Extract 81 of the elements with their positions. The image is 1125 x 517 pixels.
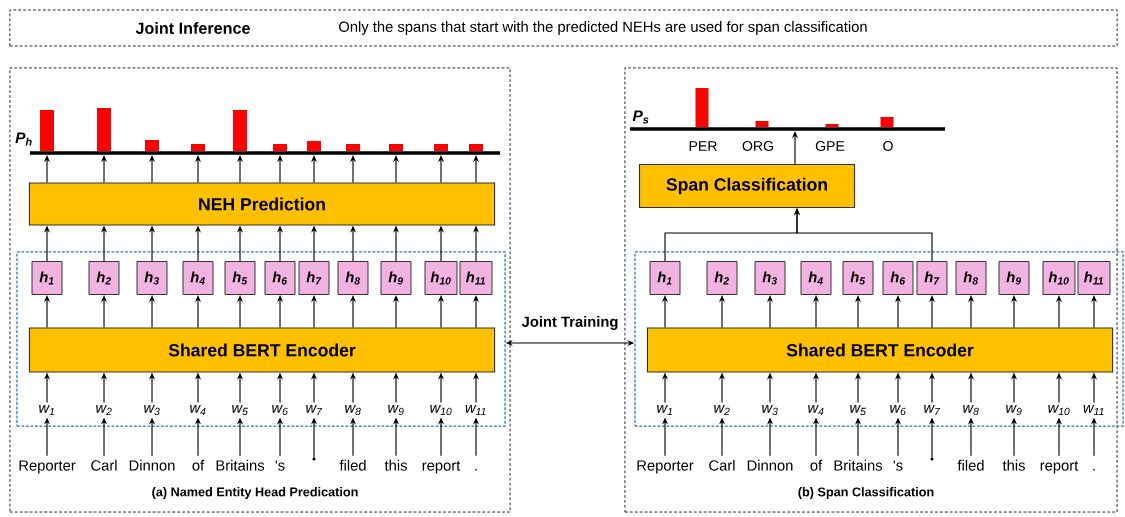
token-word: this xyxy=(384,459,407,471)
token-word: of xyxy=(192,459,205,471)
token-vector-label: w$_{3}$ xyxy=(762,404,778,416)
token-word: of xyxy=(810,459,823,471)
dashed-group-box xyxy=(16,251,506,427)
hidden-state-box: h$_{8}$ xyxy=(955,261,987,295)
token-word: Dinnon xyxy=(129,459,175,471)
token-word: Carl xyxy=(709,459,735,471)
process-box: Span Classification xyxy=(638,163,856,209)
token-vector-label: w$_{7}$ xyxy=(924,404,941,416)
token-word: report xyxy=(422,461,461,474)
hidden-state-box: h$_{8}$ xyxy=(337,261,369,295)
arrow xyxy=(928,295,935,328)
process-box: NEH Prediction xyxy=(28,182,496,226)
token-word: Dinnon xyxy=(747,459,793,471)
hidden-state-box: h$_{1}$ xyxy=(649,261,681,295)
axis-label: P$_{h}$ xyxy=(15,132,32,146)
process-box: Shared BERT Encoder xyxy=(28,327,496,373)
token-vector-label: w$_{5}$ xyxy=(850,404,866,416)
dashed-group-box xyxy=(634,251,1124,427)
hidden-state-box: h$_{7}$ xyxy=(298,261,330,295)
token-vector-label: w$_{10}$ xyxy=(1048,404,1070,416)
token-vector-label: w$_{1}$ xyxy=(657,404,672,416)
hidden-state-box: h$_{5}$ xyxy=(224,261,256,295)
hidden-state-box: h$_{4}$ xyxy=(800,261,832,295)
token-word: Reporter xyxy=(19,460,76,474)
token-vector-label: w$_{2}$ xyxy=(714,404,730,416)
dashed-banner: Joint Inference Only the spans that start with the predicted NEHs are used for span classification xyxy=(9,9,1118,47)
hidden-state-box: h$_{11}$ xyxy=(459,261,493,295)
hidden-state-box: h$_{3}$ xyxy=(136,261,168,295)
hidden-state-box: h$_{10}$ xyxy=(424,261,458,295)
token-word: Carl xyxy=(91,459,117,471)
token-word: 's xyxy=(275,460,285,471)
token-word: Britains xyxy=(834,459,883,471)
hidden-state-box: h$_{7}$ xyxy=(916,261,948,295)
process-box: Shared BERT Encoder xyxy=(646,327,1114,373)
token-vector-label: w$_{9}$ xyxy=(1006,404,1022,416)
category-label: GPE xyxy=(815,141,845,151)
arrow xyxy=(794,208,933,262)
arrow xyxy=(662,295,668,328)
token-word: Reporter xyxy=(637,460,694,474)
token-vector-label: w$_{9}$ xyxy=(388,404,404,416)
token-vector-label: w$_{6}$ xyxy=(272,404,288,416)
token-vector-label: w$_{5}$ xyxy=(232,404,248,416)
token-word: 's xyxy=(893,460,903,471)
hidden-state-box: h$_{2}$ xyxy=(88,261,120,295)
hidden-state-box: h$_{9}$ xyxy=(380,261,412,295)
axis-label: P$_{s}$ xyxy=(632,110,649,124)
token-vector-label: w$_{3}$ xyxy=(144,404,160,416)
token-vector-label: w$_{4}$ xyxy=(190,404,206,416)
category-label: O xyxy=(883,141,893,151)
token-vector-label: w$_{11}$ xyxy=(1083,404,1104,416)
hidden-state-box: h$_{6}$ xyxy=(882,261,914,295)
token-vector-label: w$_{11}$ xyxy=(465,404,486,416)
token-word: report xyxy=(1040,461,1079,474)
hidden-state-box: h$_{6}$ xyxy=(264,261,296,295)
category-label: PER xyxy=(689,141,717,151)
hidden-state-box: h$_{3}$ xyxy=(754,261,786,295)
hidden-state-box: h$_{5}$ xyxy=(842,261,874,295)
token-vector-label: w$_{10}$ xyxy=(430,404,452,416)
token-word: filed xyxy=(957,459,984,471)
token-vector-label: w$_{8}$ xyxy=(345,404,361,416)
token-vector-label: w$_{4}$ xyxy=(808,404,824,416)
hidden-state-box: h$_{2}$ xyxy=(706,261,738,295)
token-vector-label: w$_{6}$ xyxy=(890,404,906,416)
token-word: Britains xyxy=(216,459,265,471)
hidden-state-box: h$_{1}$ xyxy=(31,261,63,295)
token-word: this xyxy=(1002,459,1025,471)
hidden-state-box: h$_{4}$ xyxy=(182,261,214,295)
token-vector-label: w$_{8}$ xyxy=(963,404,979,416)
token-word: . xyxy=(475,468,477,471)
token-vector-label: w$_{7}$ xyxy=(306,404,323,416)
hidden-state-box: h$_{9}$ xyxy=(998,261,1030,295)
category-label: ORG xyxy=(742,141,773,151)
token-vector-label: w$_{2}$ xyxy=(96,404,112,416)
edge-label: Joint Training xyxy=(521,316,618,330)
token-word: . xyxy=(1093,468,1095,471)
hidden-state-box: h$_{10}$ xyxy=(1042,261,1076,295)
token-word: filed xyxy=(339,459,366,471)
hidden-state-box: h$_{11}$ xyxy=(1077,261,1111,295)
token-vector-label: w$_{1}$ xyxy=(39,404,54,416)
